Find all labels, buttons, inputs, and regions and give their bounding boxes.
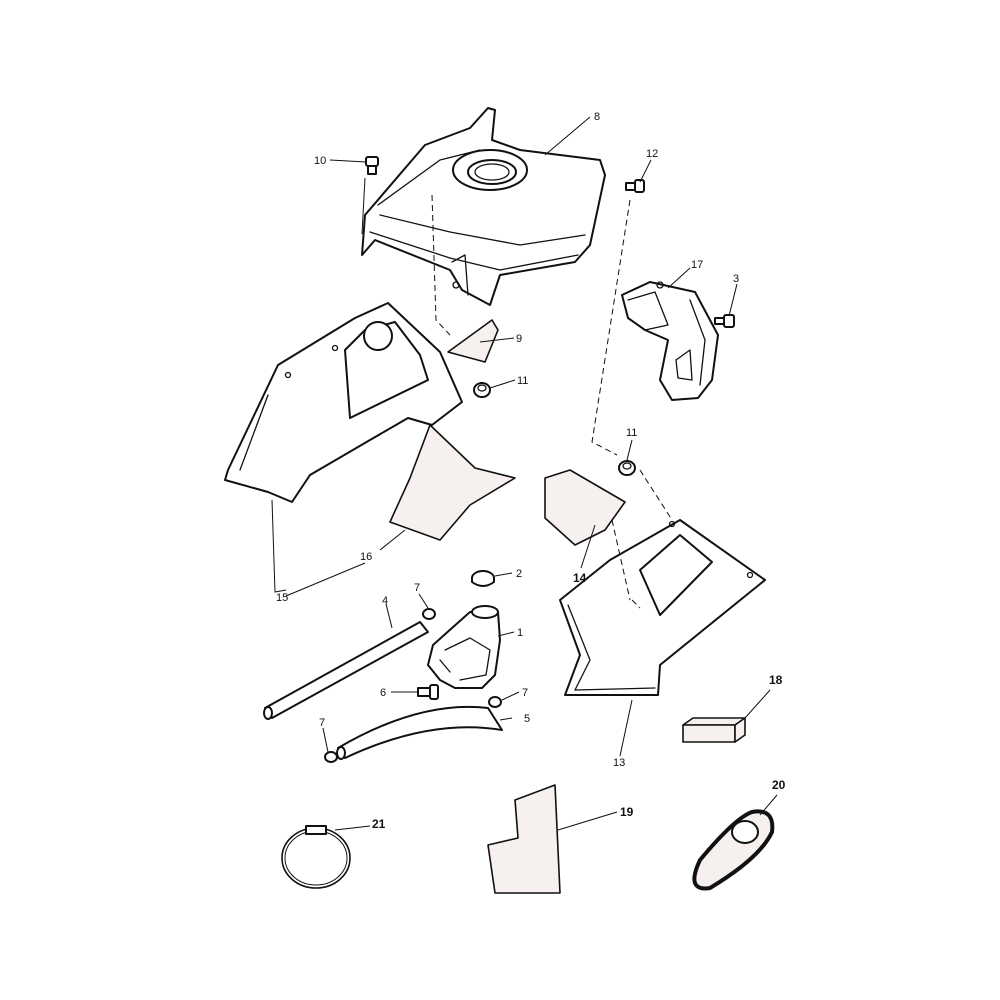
part-7-clamp-upper[interactable] <box>422 608 436 620</box>
callout-11-lower: 11 <box>626 427 637 439</box>
callout-7-right: 7 <box>522 687 528 699</box>
part-1-reservoir-tank[interactable] <box>427 605 501 689</box>
callout-4: 4 <box>382 595 388 607</box>
part-3-bolt[interactable] <box>714 314 735 328</box>
part-11-grommet-upper[interactable] <box>473 382 491 398</box>
callout-17: 17 <box>691 259 703 271</box>
callout-1: 1 <box>517 627 523 639</box>
part-6-bolt[interactable] <box>417 684 439 700</box>
callout-7-lower: 7 <box>319 717 325 729</box>
callout-9: 9 <box>516 333 522 345</box>
part-15-left-side-cover[interactable] <box>224 302 463 503</box>
callout-3: 3 <box>733 273 739 285</box>
part-11-grommet-lower[interactable] <box>618 460 636 476</box>
part-14-pad[interactable] <box>544 469 626 546</box>
callout-5: 5 <box>524 713 530 725</box>
part-5-hose[interactable] <box>336 705 503 760</box>
part-4-hose[interactable] <box>263 621 429 720</box>
part-19-pad[interactable] <box>487 784 561 894</box>
leader-lines <box>271 116 778 831</box>
callout-21: 21 <box>372 817 386 831</box>
part-12-bolt[interactable] <box>625 179 645 193</box>
callout-6: 6 <box>380 687 386 699</box>
part-21-band-clamp[interactable] <box>281 825 351 889</box>
part-8-tank-cover[interactable] <box>361 107 606 306</box>
callout-14: 14 <box>573 571 587 585</box>
callout-10: 10 <box>314 155 326 167</box>
part-16-panel[interactable] <box>389 424 516 541</box>
callout-20: 20 <box>772 778 786 792</box>
part-13-right-side-cover[interactable] <box>559 519 766 696</box>
callout-12: 12 <box>646 148 658 160</box>
callout-13: 13 <box>613 757 625 769</box>
callout-8: 8 <box>594 111 600 123</box>
callout-18: 18 <box>769 673 783 687</box>
part-2-cap[interactable] <box>471 570 495 587</box>
part-9-pad[interactable] <box>447 319 499 363</box>
callout-2: 2 <box>516 568 522 580</box>
callout-labels: 8 10 12 17 3 9 11 11 14 16 15 2 7 4 1 6 … <box>276 111 786 831</box>
part-10-bolt[interactable] <box>365 156 379 175</box>
callout-11-upper: 11 <box>517 375 528 387</box>
callout-15: 15 <box>276 592 288 604</box>
callout-19: 19 <box>620 805 634 819</box>
part-17-air-duct[interactable] <box>621 281 719 401</box>
part-20-gasket[interactable] <box>692 809 775 891</box>
callout-16: 16 <box>360 551 372 563</box>
part-7-clamp-right[interactable] <box>488 696 502 708</box>
part-18-block[interactable] <box>682 717 746 743</box>
callout-7-upper: 7 <box>414 582 420 594</box>
part-7-clamp-lower[interactable] <box>324 751 338 763</box>
